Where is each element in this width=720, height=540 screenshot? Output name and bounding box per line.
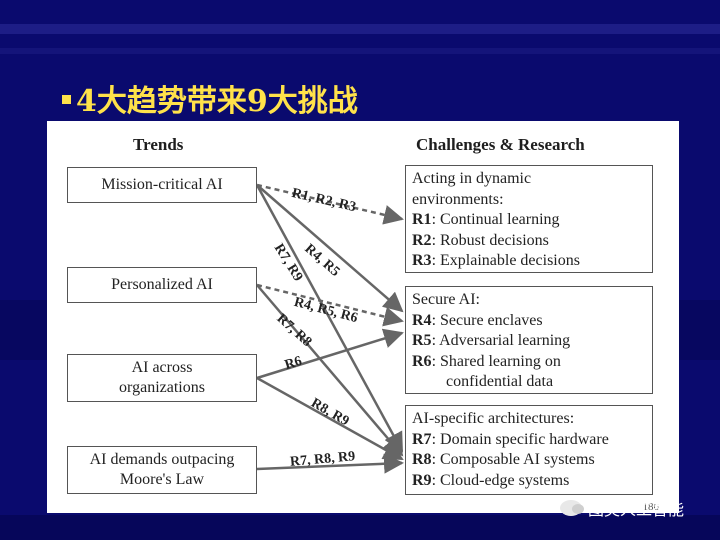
arrow-mission-to-secure <box>256 184 404 313</box>
challenge-box-dynamic-environments: Acting in dynamic environments: R1: Cont… <box>405 165 653 273</box>
trend-label-line2: Moore's Law <box>119 471 205 488</box>
challenge-intro: Acting in dynamic <box>412 170 532 187</box>
challenge-item-r5: R5: Adversarial learning <box>412 332 571 349</box>
challenge-item-r4: R4: Secure enclaves <box>412 311 543 329</box>
arrow-mission-to-architectures <box>255 184 404 453</box>
arrow-moores-law-to-architectures <box>256 453 404 474</box>
challenge-item-r7: R7: Domain specific hardware <box>412 430 609 448</box>
watermark-text: 图灵人工智能 <box>588 500 685 519</box>
trend-label: Mission-critical AI <box>101 176 223 193</box>
arrow-personalized-to-secure <box>256 283 404 327</box>
challenge-item-r1: R1: Continual learning <box>412 211 560 228</box>
background-band <box>0 48 720 54</box>
page-number: 186 <box>642 501 660 513</box>
challenge-item-r3: R3: Explainable decisions <box>412 252 580 269</box>
trends-challenges-figure: Trends Challenges & Research Mission-cri… <box>47 121 679 513</box>
challenge-intro: Secure AI: <box>412 291 480 308</box>
challenge-intro: AI-specific architectures: <box>412 410 575 427</box>
trend-box-ai-across-organizations: AI across organizations <box>67 354 257 402</box>
trend-box-mission-critical-ai: Mission-critical AI <box>67 167 257 203</box>
slide-title: 4大趋势带来9大挑战 <box>62 76 358 120</box>
challenge-box-secure-ai: Secure AI: R4: Secure enclaves R5: Adver… <box>405 286 653 394</box>
trend-label-line1: AI across <box>131 359 193 376</box>
challenge-intro: environments: <box>412 190 504 208</box>
trend-box-personalized-ai: Personalized AI <box>67 267 257 303</box>
trend-label-line2: organizations <box>119 379 205 396</box>
challenge-item-r6: R6: Shared learning on <box>412 352 561 370</box>
arrow-organizations-to-secure <box>256 328 404 380</box>
bullet-icon <box>62 94 71 104</box>
arrow-layer <box>255 183 404 474</box>
arrow-organizations-to-architectures <box>256 376 404 461</box>
wechat-logo-icon <box>560 500 584 516</box>
challenge-item-r2: R2: Robust decisions <box>412 231 549 249</box>
challenge-item-r9: R9: Cloud-edge systems <box>412 471 570 489</box>
trend-box-ai-demands-outpacing-moores-law: AI demands outpacing Moore's Law <box>67 446 257 494</box>
background-band <box>0 515 720 540</box>
challenge-box-ai-specific-architectures: AI-specific architectures: R7: Domain sp… <box>405 405 653 495</box>
challenge-item-r8: R8: Composable AI systems <box>412 451 595 468</box>
trend-label: Personalized AI <box>111 276 213 293</box>
challenge-item-r6-continued: confidential data <box>446 373 554 390</box>
background-band <box>0 24 720 34</box>
arrow-mission-to-dynamic <box>256 183 404 225</box>
watermark: 图灵人工智能 <box>560 496 684 520</box>
trends-heading: Trends <box>133 135 184 154</box>
arrow-personalized-to-architectures <box>256 284 404 457</box>
challenges-heading: Challenges & Research <box>416 135 585 154</box>
trend-label-line1: AI demands outpacing <box>89 451 235 468</box>
